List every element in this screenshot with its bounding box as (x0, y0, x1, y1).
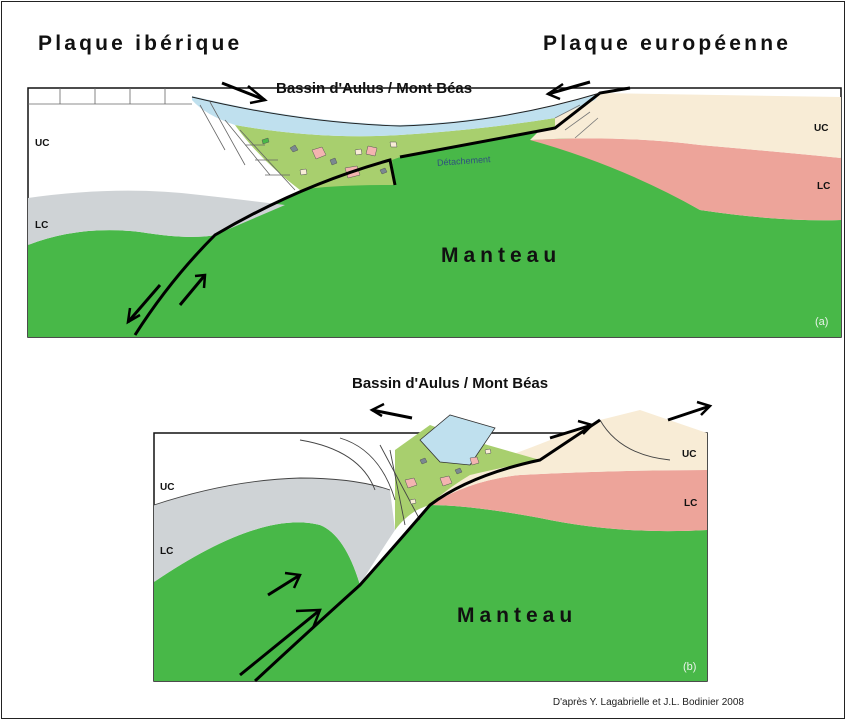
panel-a-tag: (a) (815, 316, 828, 328)
panel-b-lc-left: LC (160, 546, 173, 557)
european-plate-label: Plaque européenne (543, 32, 791, 56)
panel-b-uc-right: UC (682, 449, 696, 460)
panel-b-basin-label: Bassin d'Aulus / Mont Béas (352, 375, 548, 392)
panel-a-lc-right: LC (817, 181, 830, 192)
panel-b-tag: (b) (683, 661, 696, 673)
panel-b-mantle-label: Manteau (457, 604, 577, 628)
figure-credit: D'après Y. Lagabrielle et J.L. Bodinier … (553, 697, 744, 708)
panel-b (154, 402, 710, 681)
iberian-plate-label: Plaque ibérique (38, 32, 242, 56)
panel-a (28, 82, 841, 337)
panel-a-lc-left: LC (35, 220, 48, 231)
panel-a-uc-right: UC (814, 123, 828, 134)
panel-b-uc-left: UC (160, 482, 174, 493)
panel-a-basin-label: Bassin d'Aulus / Mont Béas (276, 80, 472, 97)
panel-b-lc-right: LC (684, 498, 697, 509)
panel-a-mantle-label: Manteau (441, 244, 561, 268)
panel-a-uc-left: UC (35, 138, 49, 149)
